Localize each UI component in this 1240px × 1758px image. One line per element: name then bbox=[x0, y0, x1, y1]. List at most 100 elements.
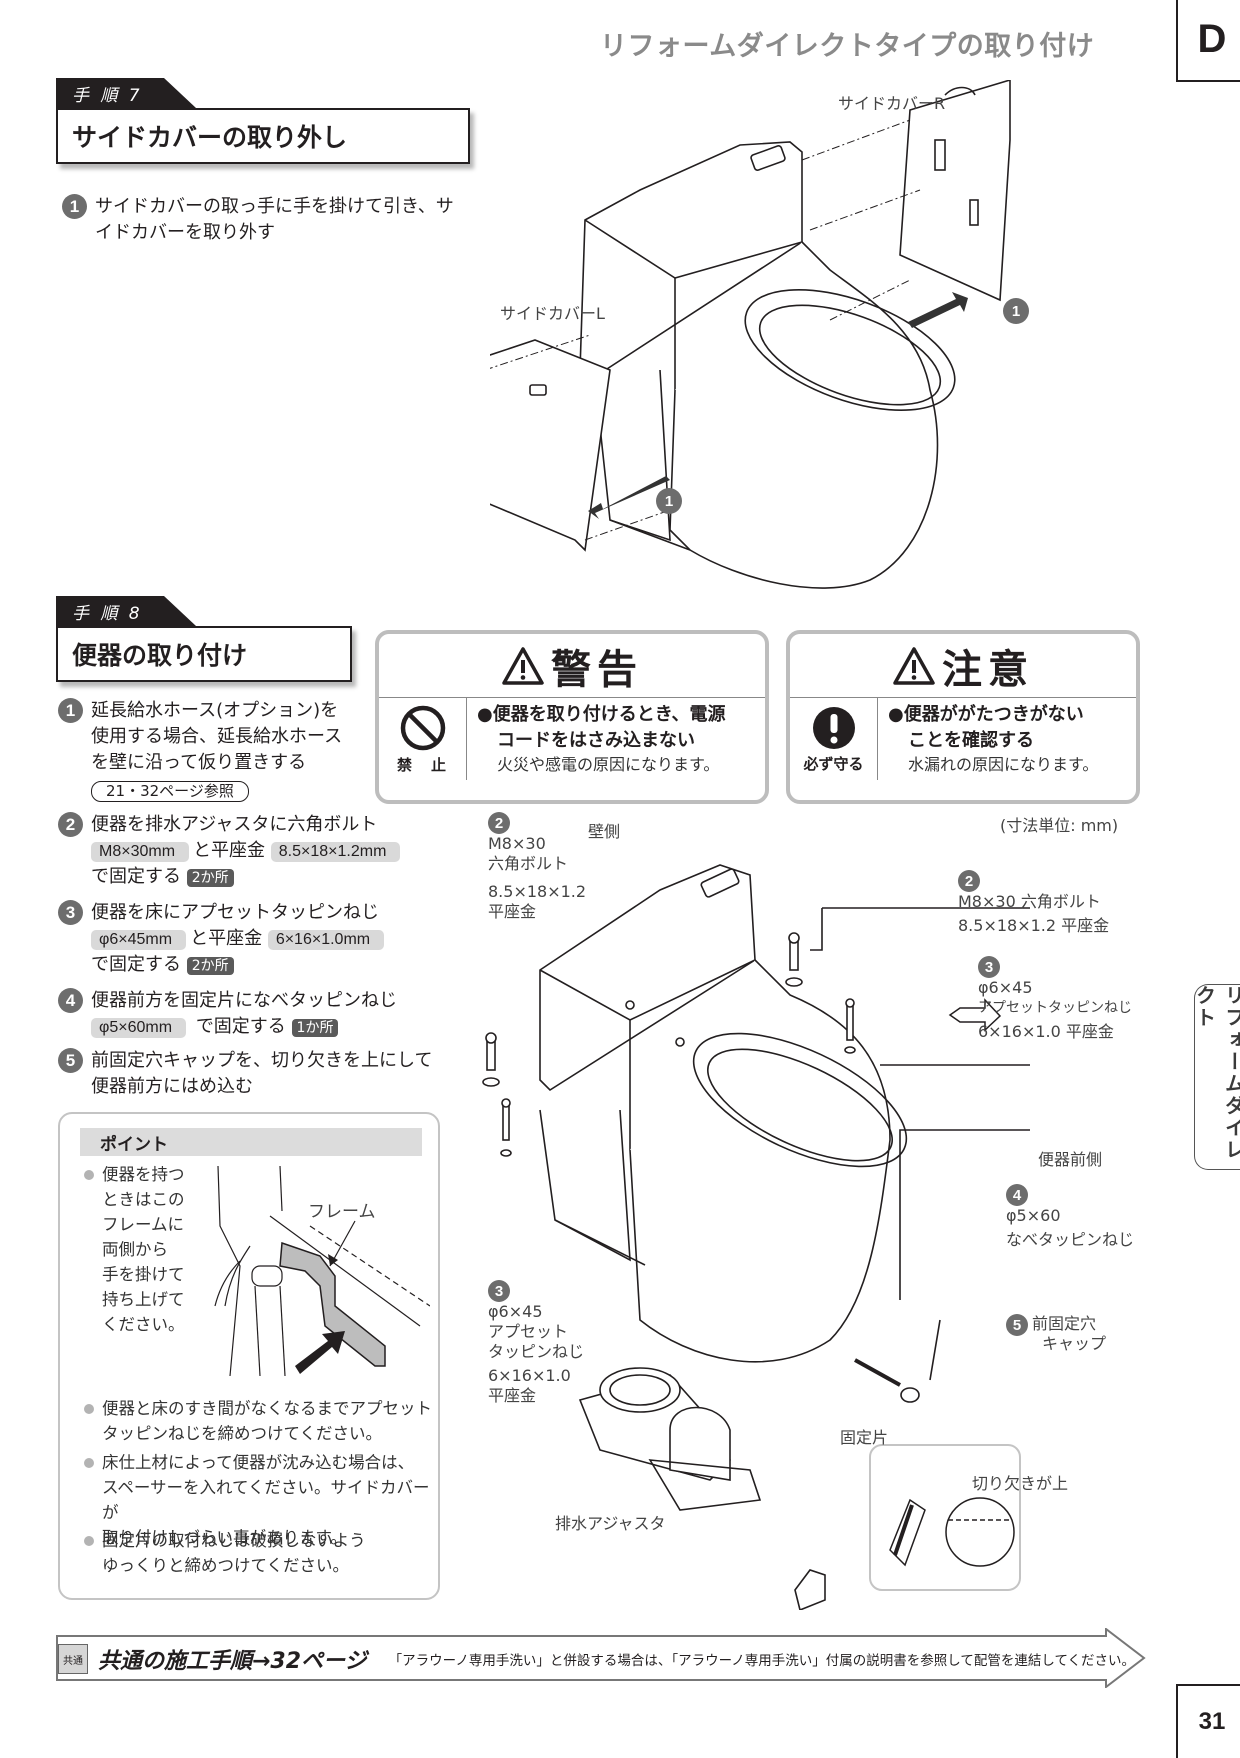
instruction-tail: で固定する bbox=[91, 954, 181, 975]
caution-box: 注意 必ず守る ●便器ががたつきがない ことを確認する 水漏れの原因になります。 bbox=[786, 630, 1140, 804]
mandatory-exclamation-icon bbox=[812, 706, 855, 749]
cap-callout: 5 前固定穴 キャップ bbox=[1006, 1314, 1106, 1354]
right-screw-callout: 3 φ6×45 アプセットタッピンねじ 6×16×1.0 平座金 bbox=[978, 956, 1132, 1042]
callout-line: M8×30 六角ボルト bbox=[958, 892, 1101, 911]
point-line: ときはこの bbox=[102, 1190, 185, 1209]
step-number-icon: 2 bbox=[58, 812, 83, 837]
instruction-join: と平座金 bbox=[190, 928, 263, 949]
callout-line: 8.5×18×1.2 平座金 bbox=[958, 916, 1110, 935]
bullet-icon bbox=[84, 1458, 94, 1468]
left-screw-callout: 3 φ6×45 アプセット タッピンねじ 6×16×1.0 平座金 bbox=[488, 1280, 584, 1406]
left-bolt-callout: 2 M8×30 六角ボルト 8.5×18×1.2 平座金 bbox=[488, 812, 586, 922]
step8-instruction-1: 1 延長給水ホース(オプション)を 使用する場合、延長給水ホース を壁に沿って仮… bbox=[58, 698, 388, 804]
callout-number-icon: 2 bbox=[488, 812, 510, 834]
callout-number-icon: 3 bbox=[978, 956, 1000, 978]
callout-line: アプセット bbox=[488, 1322, 569, 1341]
callout-line: 六角ボルト bbox=[488, 854, 569, 873]
callout-number-icon: 4 bbox=[1006, 1184, 1028, 1206]
callout-line: φ6×45 bbox=[488, 1302, 543, 1321]
caution-main-line: ことを確認する bbox=[908, 730, 1034, 751]
label-side-cover-r: サイドカバーR bbox=[838, 94, 946, 113]
callout-line: φ6×45 bbox=[978, 978, 1033, 997]
point-item: 便器と床のすき間がなくなるまでアプセット タッピンねじを締めつけてください。 bbox=[84, 1396, 432, 1446]
common-procedure-link[interactable]: 共通の施工手順→32ページ bbox=[98, 1649, 367, 1674]
warning-box: 警告 禁 止 ●便器を取り付けるとき、電源 コードをはさみ込まない 火災や感電の… bbox=[375, 630, 769, 804]
point-line: 便器と床のすき間がなくなるまでアプセット bbox=[102, 1399, 432, 1418]
step8-label-wrap: 手 順 8 bbox=[56, 596, 196, 626]
count-badge: 2か所 bbox=[186, 957, 234, 975]
callout-number-icon: 2 bbox=[958, 870, 980, 892]
callout-line: 前固定穴 bbox=[1032, 1314, 1097, 1333]
prohibition-icon-col: 禁 止 bbox=[379, 698, 467, 780]
side-cover-removal-diagram bbox=[490, 80, 1011, 589]
instruction-line: 便器前方を固定片になべタッピンねじ bbox=[91, 990, 397, 1011]
point-line: 取り付けしづらい事があります。 bbox=[102, 1528, 347, 1547]
instruction-line: 便器を排水アジャスタに六角ボルト bbox=[91, 814, 378, 835]
step7-label-wrap: 手 順 7 bbox=[56, 78, 196, 108]
point-line: ください。 bbox=[102, 1315, 185, 1334]
point-line: フレームに bbox=[102, 1215, 185, 1234]
step-number-icon: 4 bbox=[58, 988, 83, 1013]
prohibition-icon bbox=[400, 705, 445, 750]
callout-line: φ5×60 bbox=[1006, 1206, 1061, 1225]
point-line: 持ち上げて bbox=[102, 1290, 185, 1309]
callout-number-icon: 5 bbox=[1006, 1314, 1028, 1336]
arrow-number-left: 1 bbox=[656, 488, 682, 514]
spec-pill: φ5×60mm bbox=[91, 1018, 187, 1038]
point-line: 両側から bbox=[102, 1240, 168, 1259]
count-badge: 2か所 bbox=[186, 869, 234, 887]
step-number-icon: 3 bbox=[58, 900, 83, 925]
instruction-line: を壁に沿って仮り置きする bbox=[91, 752, 307, 773]
step8-title: 便器の取り付け bbox=[56, 626, 352, 682]
prohibition-label: 禁 止 bbox=[396, 755, 448, 774]
callout-line: 平座金 bbox=[488, 1386, 537, 1405]
section-tab: D bbox=[1176, 0, 1240, 82]
page-header-title: リフォームダイレクトタイプの取り付け bbox=[600, 31, 1095, 62]
callout-line: タッピンねじ bbox=[488, 1342, 585, 1361]
footer-note: 「アラウーノ専用手洗い」と併設する場合は、「アラウーノ専用手洗い」付属の説明書を… bbox=[388, 1653, 1136, 1669]
step8-title-text: 便器の取り付け bbox=[72, 641, 248, 670]
drain-adjuster-label: 排水アジャスタ bbox=[555, 1514, 666, 1533]
warning-header: 警告 bbox=[379, 634, 765, 698]
label-side-cover-l: サイドカバーL bbox=[500, 304, 605, 323]
page-number: 31 bbox=[1176, 1684, 1240, 1758]
spec-pill: φ6×45mm bbox=[91, 930, 187, 950]
spec-pill: M8×30mm bbox=[91, 842, 190, 862]
instruction-line: 便器を床にアプセットタッピンねじ bbox=[91, 902, 379, 923]
callout-line: M8×30 bbox=[488, 834, 546, 853]
spec-pill: 8.5×18×1.2mm bbox=[270, 842, 401, 862]
instruction-text: サイドカバーの取っ手に手を掛けて引き、サイドカバーを取り外す bbox=[95, 196, 454, 243]
warning-main-line: ●便器を取り付けるとき、電源 bbox=[477, 704, 726, 725]
mandatory-label: 必ず守る bbox=[803, 754, 864, 773]
callout-line: 平座金 bbox=[488, 902, 537, 921]
step-number-icon: 1 bbox=[58, 698, 83, 723]
step7-title: サイドカバーの取り外し bbox=[56, 108, 470, 164]
point-line: タッピンねじを締めつけてください。 bbox=[102, 1424, 383, 1443]
step-number-icon: 1 bbox=[62, 194, 87, 219]
page-reference-link[interactable]: 21・32ページ参照 bbox=[91, 781, 249, 802]
warning-heading: 警告 bbox=[551, 646, 643, 693]
footer-content: 共通 共通の施工手順→32ページ 「アラウーノ専用手洗い」と併設する場合は、「ア… bbox=[58, 1640, 1135, 1678]
point-line: 床仕上材によって便器が沈み込む場合は、 bbox=[102, 1453, 415, 1472]
caution-sub: 水漏れの原因になります。 bbox=[908, 755, 1099, 774]
step7-instruction-1: 1 サイドカバーの取っ手に手を掛けて引き、サイドカバーを取り外す bbox=[62, 194, 462, 246]
caution-main-line: ●便器ががたつきがない bbox=[888, 704, 1084, 725]
instruction-tail: で固定する bbox=[195, 1016, 286, 1037]
front-screw-callout: 4 φ5×60 なべタッピンねじ bbox=[1006, 1184, 1134, 1250]
footer-arrow-frame bbox=[56, 1628, 1146, 1688]
step7-label: 手 順 7 bbox=[56, 78, 196, 108]
side-index-tab[interactable]: リフォームダイレクト bbox=[1193, 984, 1240, 1170]
point-heading: ポイント bbox=[80, 1128, 422, 1156]
point-line: 手を掛けて bbox=[102, 1265, 185, 1284]
caution-triangle-icon bbox=[893, 646, 935, 685]
callout-number-icon: 3 bbox=[488, 1280, 510, 1302]
step8-label: 手 順 8 bbox=[56, 596, 196, 626]
bullet-icon bbox=[84, 1170, 94, 1180]
instruction-line: 使用する場合、延長給水ホース bbox=[91, 726, 343, 747]
warning-triangle-icon bbox=[502, 646, 544, 685]
callout-line: 6×16×1.0 平座金 bbox=[978, 1022, 1114, 1041]
callout-line: キャップ bbox=[1042, 1334, 1107, 1353]
step8-instruction-4: 4 便器前方を固定片になべタッピンねじ φ5×60mm で固定する 1か所 bbox=[58, 988, 458, 1040]
